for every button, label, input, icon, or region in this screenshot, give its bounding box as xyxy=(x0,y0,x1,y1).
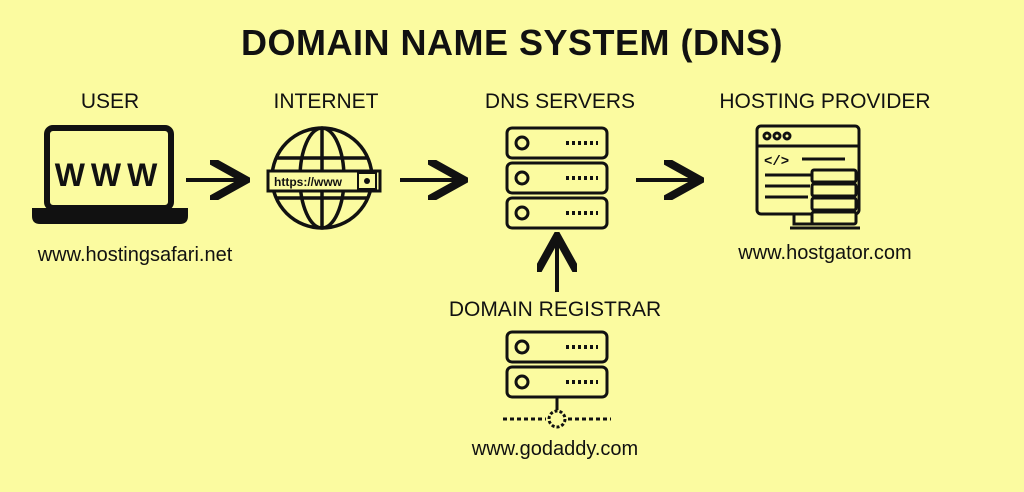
user-url: www.hostingsafari.net xyxy=(37,244,233,266)
hosting-provider-heading: HOSTING PROVIDER xyxy=(719,90,931,113)
network-connector-icon xyxy=(503,409,611,429)
globe-url-bar-text: https://www xyxy=(274,175,343,189)
globe-icon: https://www xyxy=(266,126,382,230)
registrar-server-stack-icon xyxy=(505,330,609,410)
hosting-monitor-icon: </> xyxy=(755,124,861,230)
diagram-title: DOMAIN NAME SYSTEM (DNS) xyxy=(241,22,783,63)
dns-server-stack-icon xyxy=(505,126,609,230)
registrar-url: www.godaddy.com xyxy=(471,438,639,460)
hosting-code-text: </> xyxy=(764,154,789,170)
internet-heading: INTERNET xyxy=(273,90,379,113)
user-heading: USER xyxy=(80,90,140,113)
hosting-url: www.hostgator.com xyxy=(738,242,912,264)
laptop-icon: WWW xyxy=(32,125,188,224)
laptop-screen-text: WWW xyxy=(55,157,164,193)
domain-registrar-heading: DOMAIN REGISTRAR xyxy=(448,298,662,321)
dns-servers-heading: DNS SERVERS xyxy=(484,90,636,113)
